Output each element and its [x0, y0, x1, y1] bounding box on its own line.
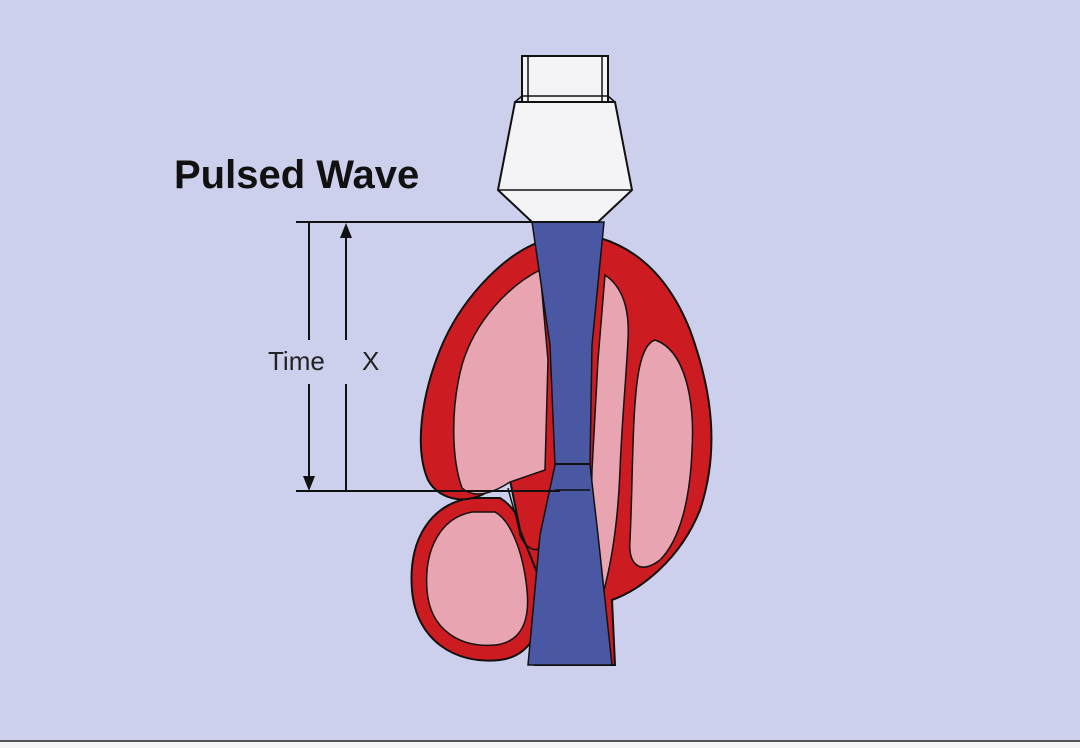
arrow-down-icon: [303, 476, 315, 491]
distance-label: X: [362, 346, 379, 376]
arrow-up-icon: [340, 223, 352, 238]
chordae-left: [507, 487, 541, 551]
right-ventricle-cavity: [629, 339, 694, 568]
image-bottom-border: [0, 740, 1080, 748]
transducer-cable-housing: [521, 55, 609, 103]
right-chamber-cavity: [589, 273, 629, 593]
transducer-body: [496, 101, 634, 223]
time-label: Time: [268, 346, 325, 376]
left-atrium-cavity: [425, 511, 529, 647]
time-distance-indicator: [296, 221, 560, 492]
ultrasound-transducer-icon: [496, 55, 634, 223]
diagram-title: Pulsed Wave: [174, 153, 419, 197]
ultrasound-beam: [527, 221, 613, 666]
